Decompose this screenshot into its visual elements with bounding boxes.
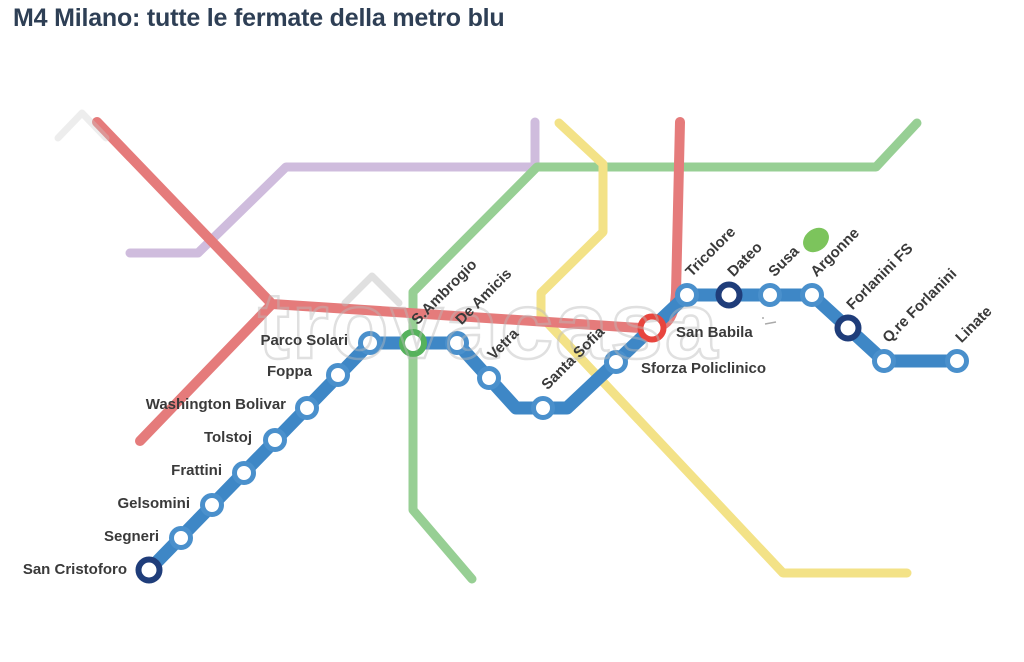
station-marker-frattini <box>232 461 256 485</box>
station-marker-vetra <box>477 366 501 390</box>
m1-line-southwest-branch <box>135 299 277 446</box>
station-label-foppa: Foppa <box>267 363 312 380</box>
m5-line <box>125 117 540 258</box>
station-label-san-cristoforo: San Cristoforo <box>22 561 127 578</box>
station-marker-segneri <box>169 526 193 550</box>
station-marker-forlanini-fs <box>834 314 862 342</box>
station-marker-foppa <box>326 363 350 387</box>
station-marker-susa <box>758 283 782 307</box>
station-marker-parco-solari <box>358 331 382 355</box>
station-label-tolstoj: Tolstoj <box>203 429 252 446</box>
watermark-house-roof-icon <box>341 272 403 307</box>
m2-line <box>408 118 922 584</box>
station-marker-sforza-policlinico <box>604 350 628 374</box>
station-marker-san-cristoforo <box>135 556 163 584</box>
m3-line <box>536 118 912 578</box>
station-marker-tricolore <box>675 283 699 307</box>
station-marker-washington-bolivar <box>295 396 319 420</box>
station-marker-s-ambrogio <box>399 329 427 357</box>
station-label-sforza-policlinico: Sforza Policlinico <box>641 360 767 377</box>
station-marker-dateo <box>715 281 743 309</box>
station-marker-de-amicis <box>445 331 469 355</box>
station-marker-gelsomini <box>200 493 224 517</box>
station-label-parco-solari: Parco Solari <box>260 332 348 349</box>
park-blob <box>803 227 829 253</box>
station-label-frattini: Frattini <box>171 462 222 479</box>
station-marker-san-babila <box>637 313 667 343</box>
m4-standard-stations <box>169 283 969 550</box>
station-marker-argonne <box>800 283 824 307</box>
station-marker-linate <box>945 349 969 373</box>
map-artifact-mark <box>762 317 777 325</box>
station-label-segneri: Segneri <box>103 528 159 545</box>
station-marker-tolstoj <box>263 428 287 452</box>
station-label-washington-bolivar: Washington Bolivar <box>145 396 286 413</box>
watermark-partial-house-icon <box>54 109 110 142</box>
page-title: M4 Milano: tutte le fermate della metro … <box>13 4 505 32</box>
station-label-gelsomini: Gelsomini <box>117 495 190 512</box>
station-marker-qre-forlanini <box>872 349 896 373</box>
station-marker-santa-sofia <box>531 396 555 420</box>
station-label-san-babila: San Babila <box>676 324 753 341</box>
